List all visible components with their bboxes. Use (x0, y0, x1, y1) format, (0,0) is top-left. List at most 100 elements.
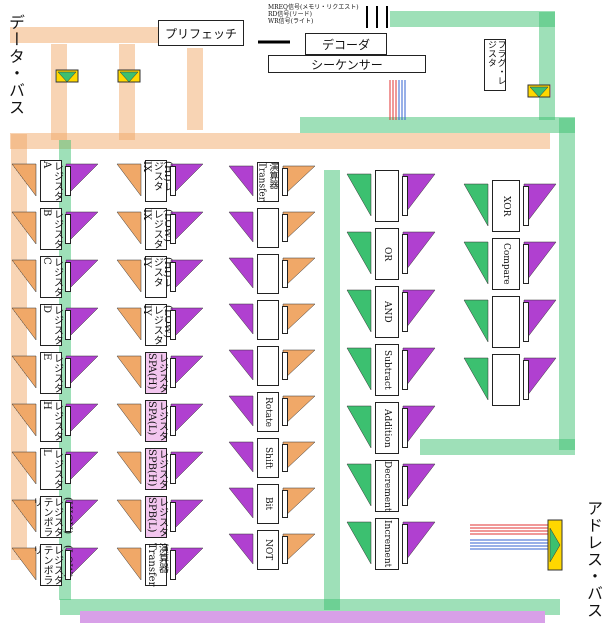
register-port (282, 444, 288, 472)
register-port (523, 360, 529, 400)
register-input-wire (116, 547, 142, 581)
register-input-wire (346, 231, 372, 275)
alu-unit-a-label: 演算器Transfer (256, 162, 278, 202)
register-input-wire (116, 307, 142, 341)
register-port (65, 406, 71, 436)
alu-unit-a-6: Shift (257, 438, 279, 478)
register-index-7: レジスタSPB(L) (145, 496, 168, 538)
register-port (282, 214, 288, 242)
register-general-6: レジスタL (40, 448, 63, 490)
alu-unit-a-0: 演算器Transfer (257, 162, 279, 202)
sequencer-box: シーケンサー (268, 55, 426, 73)
register-input-wire (116, 403, 142, 437)
alu-unit-b-label: Subtract (382, 350, 392, 390)
data-bus-buffer-arrow (57, 71, 77, 83)
register-general-label: レジスタL (41, 449, 63, 489)
register-input-wire (228, 303, 254, 335)
register-input-wire (116, 499, 142, 533)
register-input-wire (11, 355, 37, 389)
register-index-0: (HI)レジスタIX (141, 160, 173, 202)
register-input-wire (346, 521, 372, 565)
register-general-2: レジスタC (40, 256, 63, 298)
alu-unit-b-0 (375, 170, 399, 222)
prefetch-label: プリフェッチ (164, 26, 237, 41)
register-port (65, 310, 71, 340)
register-general-5: レジスタH (40, 400, 63, 442)
alu-unit-c-3 (492, 354, 520, 406)
register-port (170, 358, 176, 388)
register-input-wire (228, 441, 254, 473)
alu-unit-b-6: Increment (375, 518, 399, 570)
register-input-wire (346, 173, 372, 217)
register-port (282, 398, 288, 426)
register-input-wire (346, 289, 372, 333)
register-index-label: (HI)レジスタIX (140, 161, 173, 192)
register-input-wire (228, 533, 254, 565)
register-port (170, 214, 176, 244)
register-general-7: (HIGH)レジスタテンポラリ (31, 496, 73, 538)
alu-unit-a-label: Bit (263, 497, 273, 511)
flag-register-box: フラグ・レジスタ (484, 39, 506, 91)
register-index-4: レジスタSPA(H) (145, 352, 168, 394)
alu-unit-b-label: Increment (382, 520, 392, 568)
alu-unit-a-label: Shift (263, 447, 273, 469)
register-general-label: レジスタC (41, 257, 63, 297)
alu-unit-a-8: NOT (257, 530, 279, 570)
signal-label-mreq: MREQ信号(メモリ・リクエスト) (268, 4, 359, 11)
register-index-6: レジスタSPB(H) (145, 448, 168, 490)
register-port (282, 306, 288, 334)
decoder-label: デコーダ (321, 37, 370, 52)
register-input-wire (11, 451, 37, 485)
register-index-1: (LOW)レジスタIX (141, 208, 173, 250)
register-general-label: レジスタE (41, 353, 63, 393)
register-port (170, 502, 176, 532)
register-input-wire (116, 451, 142, 485)
register-port (402, 350, 408, 390)
alu-unit-a-1 (257, 208, 279, 248)
register-input-wire (11, 403, 37, 437)
register-input-wire (228, 211, 254, 243)
register-index-label: レジスタSPB(H) (146, 449, 168, 489)
signal-label-wr: WR信号(ライト) (268, 18, 314, 25)
register-port (170, 454, 176, 484)
register-input-wire (11, 259, 37, 293)
register-input-wire (11, 307, 37, 341)
decoder-box: デコーダ (305, 33, 387, 55)
register-index-2: (HI)レジスタIY (141, 256, 173, 298)
register-index-8: 演算器Transfer (145, 543, 168, 587)
register-input-wire (346, 405, 372, 449)
alu-unit-b-5: Decrement (375, 460, 399, 512)
register-input-wire (463, 183, 489, 227)
register-port (402, 524, 408, 564)
register-general-label: レジスタH (41, 401, 63, 441)
register-index-label: レジスタSPA(H) (146, 353, 168, 393)
register-port (65, 550, 71, 580)
register-port (523, 244, 529, 284)
alu-unit-b-2: AND (375, 286, 399, 338)
prefetch-box: プリフェッチ (158, 20, 244, 46)
alu-unit-b-label: AND (382, 301, 392, 323)
register-input-wire (116, 355, 142, 389)
register-port (170, 166, 176, 196)
address-bus-arrow (549, 527, 561, 563)
register-input-wire (228, 257, 254, 289)
sequencer-label: シーケンサー (311, 57, 383, 72)
signal-label-rd: RD信号(リード) (268, 11, 313, 18)
alu-unit-a-7: Bit (257, 484, 279, 524)
register-port (402, 292, 408, 332)
register-input-wire (463, 241, 489, 285)
register-input-wire (11, 547, 37, 581)
register-general-1: レジスタB (40, 208, 63, 250)
alu-unit-c-label: XOR (501, 195, 511, 217)
data-bus-buffer-arrow (119, 71, 139, 83)
register-input-wire (228, 165, 254, 197)
register-index-label: (LOW)レジスタIX (140, 209, 173, 249)
alu-unit-a-label: Rotate (263, 396, 273, 428)
alu-unit-a-4 (257, 346, 279, 386)
alu-unit-c-0: XOR (492, 180, 520, 232)
alu-unit-a-5: Rotate (257, 392, 279, 432)
register-index-3: (LOW)レジスタIY (141, 304, 173, 346)
register-port (523, 302, 529, 342)
alu-unit-b-4: Addition (375, 402, 399, 454)
register-input-wire (116, 211, 142, 245)
